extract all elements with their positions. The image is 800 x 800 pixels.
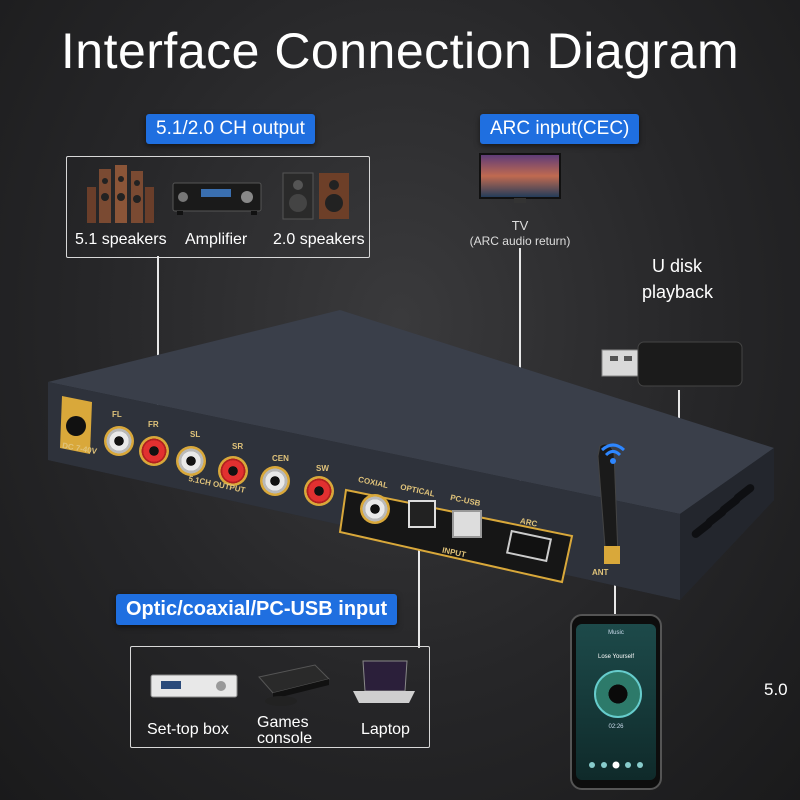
album-art bbox=[594, 670, 642, 718]
arc-tag: ARC input(CEC) bbox=[480, 114, 640, 144]
antenna-icon bbox=[597, 443, 620, 564]
rca-fr-jack bbox=[139, 436, 169, 466]
udisk-label-1: U disk bbox=[652, 256, 703, 276]
decoder-device bbox=[48, 310, 774, 600]
input-item-label-line2: console bbox=[257, 730, 313, 747]
output-item-label: Amplifier bbox=[185, 231, 248, 248]
smartphone: Music Lose Yourself 02:26 bbox=[570, 614, 662, 790]
sl-label: SL bbox=[190, 430, 201, 439]
output-item-label: 2.0 speakers bbox=[273, 231, 365, 248]
ant-label: ANT bbox=[592, 568, 609, 577]
tv-icon bbox=[479, 153, 561, 203]
version-label: 5.0 bbox=[764, 680, 788, 699]
coaxial-jack bbox=[360, 494, 390, 524]
phone-connector-line bbox=[614, 568, 616, 614]
amplifier-icon bbox=[172, 182, 262, 215]
output-tag: 5.1/2.0 CH output bbox=[146, 114, 315, 144]
fl-label: FL bbox=[112, 410, 122, 419]
output-connector-line bbox=[157, 256, 159, 426]
fr-label: FR bbox=[148, 420, 159, 429]
input-connector-line bbox=[418, 544, 420, 648]
phone-time: 02:26 bbox=[608, 724, 624, 730]
sw-label: SW bbox=[316, 464, 329, 473]
settop-box-icon bbox=[150, 674, 238, 698]
phone-screen: Music Lose Yourself 02:26 bbox=[576, 624, 656, 780]
page-title: Interface Connection Diagram bbox=[60, 23, 740, 79]
pc-usb-port bbox=[452, 510, 482, 538]
playback-controls bbox=[586, 756, 646, 769]
laptop-icon bbox=[353, 660, 415, 703]
speakers-51-icon bbox=[87, 165, 154, 223]
input-box: Set-top box Games console Laptop bbox=[130, 646, 430, 748]
cen-label: CEN bbox=[272, 454, 289, 463]
sr-label: SR bbox=[232, 442, 244, 451]
rca-cen-jack bbox=[260, 466, 290, 496]
usb-drive-icon bbox=[601, 341, 743, 387]
speakers-20-icon bbox=[282, 172, 349, 220]
optical-port bbox=[408, 500, 436, 528]
phone-header: Music bbox=[608, 630, 624, 636]
rca-fl-jack bbox=[104, 426, 134, 456]
tv-label: TV bbox=[511, 218, 529, 233]
input-tag: Optic/coaxial/PC-USB input bbox=[116, 594, 398, 625]
wifi-icon bbox=[600, 443, 626, 464]
input-item-label: Laptop bbox=[361, 721, 410, 738]
game-console-icon bbox=[258, 664, 330, 706]
rca-sr-jack bbox=[218, 456, 248, 486]
phone-song: Lose Yourself bbox=[597, 654, 635, 660]
input-item-label-line1: Games bbox=[257, 714, 309, 731]
output-box: 5.1 speakers Amplifier 2.0 speakers bbox=[66, 156, 370, 258]
rca-sw-jack bbox=[304, 476, 334, 506]
udisk-label-2: playback bbox=[642, 282, 714, 302]
output-item-label: 5.1 speakers bbox=[75, 231, 167, 248]
rca-sl-jack bbox=[176, 446, 206, 476]
tv-sublabel: (ARC audio return) bbox=[469, 234, 571, 248]
udisk-connector-line bbox=[678, 390, 680, 420]
input-item-label: Set-top box bbox=[147, 721, 229, 738]
